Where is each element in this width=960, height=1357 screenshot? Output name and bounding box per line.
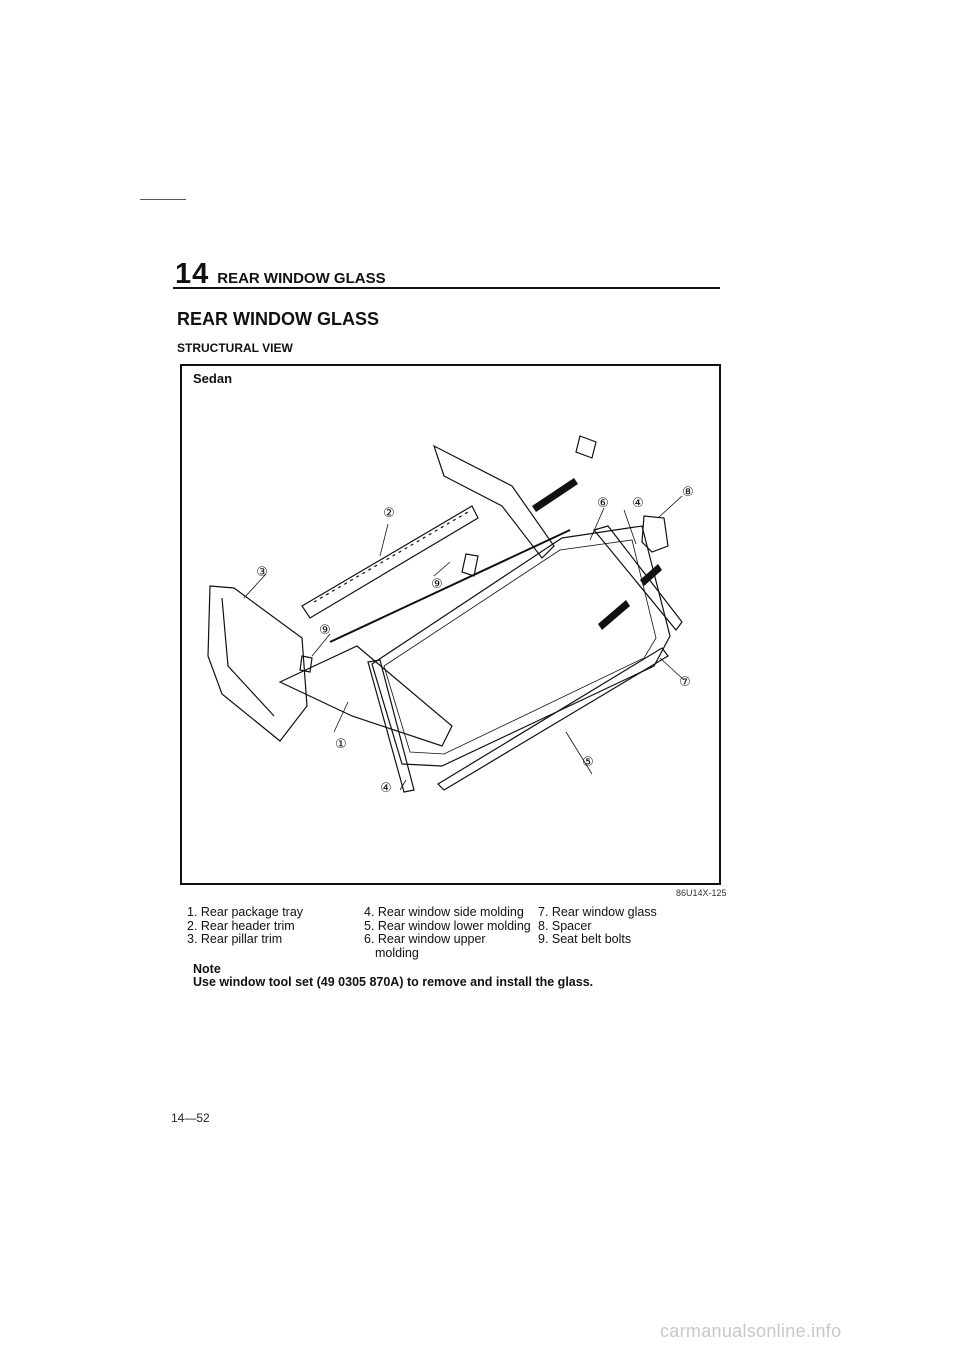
figure-code: 86U14X-125 — [676, 888, 727, 898]
callout-9-left: ⑨ — [319, 622, 331, 637]
legend-item: 2. Rear header trim — [187, 918, 295, 933]
legend-item: 7. Rear window glass — [538, 905, 657, 919]
rear-package-tray — [278, 645, 453, 747]
rear-window-upper-molding — [329, 529, 571, 643]
callout-2: ② — [383, 505, 395, 520]
legend-item: 8. Spacer — [538, 918, 592, 933]
section-title: REAR WINDOW GLASS — [177, 309, 379, 329]
legend-column-3: 7. Rear window glass 8. Spacer 9. Seat b… — [538, 905, 657, 947]
callout-7: ⑦ — [679, 674, 691, 689]
legend-item-continuation: molding — [375, 945, 419, 960]
legend-item: 6. Rear window upper — [364, 932, 486, 946]
spacer — [641, 515, 669, 553]
chapter-title: REAR WINDOW GLASS — [217, 270, 386, 287]
callout-4-left: ④ — [380, 780, 392, 795]
chapter-number: 14 — [175, 258, 210, 290]
legend-item: 9. Seat belt bolts — [538, 932, 632, 946]
callout-6: ⑥ — [597, 495, 609, 510]
chapter-header: 14 REAR WINDOW GLASS — [175, 258, 386, 290]
figure-label: Sedan — [193, 371, 233, 386]
callout-8: ⑧ — [682, 484, 694, 499]
note-title: Note — [193, 962, 221, 976]
legend-item: 3. Rear pillar trim — [187, 932, 283, 946]
callout-1: ① — [335, 736, 347, 751]
callout-5: ⑤ — [582, 754, 594, 769]
rear-window-glass — [371, 525, 671, 767]
legend-column-1: 1. Rear package tray 2. Rear header trim… — [187, 905, 304, 947]
section-subtitle: STRUCTURAL VIEW — [177, 341, 293, 355]
callout-4-right: ④ — [632, 495, 644, 510]
legend-column-2: 4. Rear window side molding 5. Rear wind… — [364, 905, 531, 960]
legend-item: 1. Rear package tray — [187, 905, 304, 919]
top-rule — [140, 199, 186, 200]
rear-window-lower-molding — [437, 647, 669, 791]
rear-window-side-molding-right — [592, 525, 683, 631]
callout-3: ③ — [256, 564, 268, 579]
page-number: 14—52 — [171, 1111, 210, 1125]
rear-window-side-molding-left — [367, 659, 415, 793]
structural-figure: ① ② ③ ④ ④ ⑤ ⑥ ⑦ ⑧ ⑨ ⑨ — [180, 364, 721, 885]
note-text: Use window tool set (49 0305 870A) to re… — [193, 975, 594, 989]
exploded-view-drawing: ① ② ③ ④ ④ ⑤ ⑥ ⑦ ⑧ ⑨ ⑨ — [207, 435, 694, 795]
watermark: carmanualsonline.info — [660, 1321, 842, 1341]
legend-item: 5. Rear window lower molding — [364, 918, 531, 933]
legend-item: 4. Rear window side molding — [364, 905, 524, 919]
header-rule — [173, 287, 720, 289]
callout-9-top: ⑨ — [431, 576, 443, 591]
rear-header-trim — [301, 505, 479, 619]
